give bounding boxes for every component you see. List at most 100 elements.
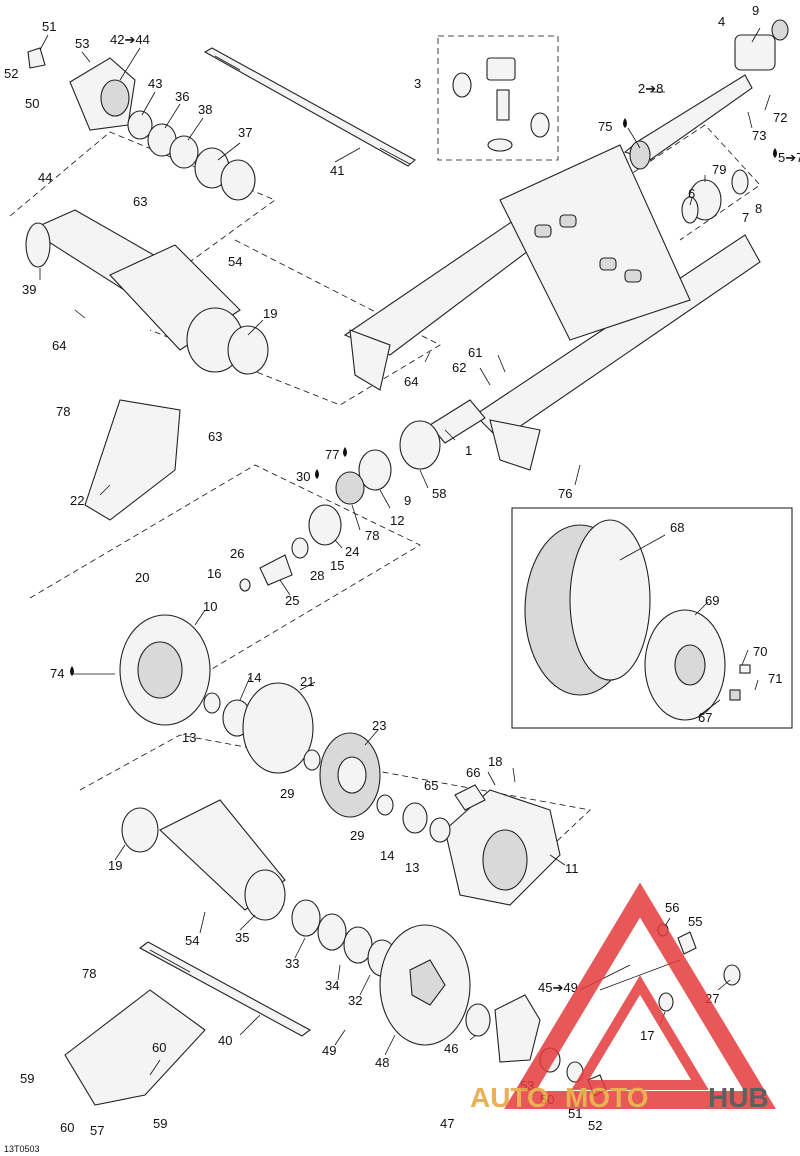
callout-16: 16 bbox=[207, 566, 221, 581]
boot-assembly bbox=[681, 169, 749, 224]
callout-60-upper: 60 bbox=[152, 1040, 166, 1055]
callout-66: 66 bbox=[466, 765, 480, 780]
drive-shaft-upper bbox=[203, 47, 416, 167]
watermark-triangle bbox=[504, 882, 776, 1109]
skid-plate-upper bbox=[84, 399, 181, 521]
callout-14-lower: 14 bbox=[380, 848, 394, 863]
callout-51-lower: 51 bbox=[568, 1106, 582, 1121]
callout-10: 10 bbox=[203, 599, 217, 614]
callout-41: 41 bbox=[330, 163, 344, 178]
lubricant-drop-icons bbox=[70, 118, 777, 676]
callout-63-upper: 63 bbox=[133, 194, 147, 209]
callout-35: 35 bbox=[235, 930, 249, 945]
callout-59-right: 59 bbox=[153, 1116, 167, 1131]
differential-housing-front bbox=[119, 614, 314, 774]
callout-19-upper: 19 bbox=[263, 306, 277, 321]
callout-78-upper: 78 bbox=[56, 404, 70, 419]
callout-47: 47 bbox=[440, 1116, 454, 1131]
callout-20: 20 bbox=[135, 570, 149, 585]
callout-33: 33 bbox=[285, 956, 299, 971]
callout-29-left: 29 bbox=[280, 786, 294, 801]
upper-axle-housing bbox=[25, 209, 269, 375]
callout-9-top: 9 bbox=[752, 3, 759, 18]
callout-78-lower: 78 bbox=[82, 966, 96, 981]
callout-12: 12 bbox=[390, 513, 404, 528]
callout-6: 6 bbox=[688, 186, 695, 201]
oil-drop-icon bbox=[623, 118, 627, 128]
callout-76: 22 bbox=[70, 493, 84, 508]
callout-7: 7 bbox=[742, 210, 749, 225]
callout-labels: 51 52 53 50 42➔44 43 36 38 37 44 41 3 4 … bbox=[4, 3, 800, 1138]
callout-65: 65 bbox=[424, 778, 438, 793]
callout-63-lower: 63 bbox=[208, 429, 222, 444]
callout-23: 23 bbox=[372, 718, 386, 733]
callout-43: 43 bbox=[148, 76, 162, 91]
callout-53: 53 bbox=[75, 36, 89, 51]
callout-2-8: 2➔8 bbox=[638, 81, 663, 96]
watermark-text-3: HUB bbox=[708, 1082, 769, 1113]
callout-28: 28 bbox=[310, 568, 324, 583]
callout-73: 73 bbox=[752, 128, 766, 143]
callout-75: 75 bbox=[598, 119, 612, 134]
diagram-reference-code: 13T0503 bbox=[4, 1144, 40, 1154]
callout-68: 68 bbox=[670, 520, 684, 535]
callout-29-right: 29 bbox=[350, 828, 364, 843]
parts-drawing bbox=[25, 19, 789, 1106]
callout-34: 34 bbox=[325, 978, 339, 993]
callout-21: 21 bbox=[300, 674, 314, 689]
oil-drop-icon bbox=[315, 469, 319, 479]
callout-64-right: 64 bbox=[404, 374, 418, 389]
callout-42-44: 42➔44 bbox=[110, 32, 150, 47]
callout-3: 3 bbox=[414, 76, 421, 91]
callout-5-7: 79 bbox=[712, 162, 726, 177]
callout-72: 72 bbox=[773, 110, 787, 125]
oil-drop-icon bbox=[70, 666, 74, 676]
oil-drop-icon bbox=[773, 148, 777, 158]
callout-17: 17 bbox=[640, 1028, 654, 1043]
callout-55: 55 bbox=[688, 914, 702, 929]
propeller-shaft bbox=[623, 74, 753, 170]
callout-19-lower: 19 bbox=[108, 858, 122, 873]
callout-77: 77 bbox=[325, 447, 339, 462]
callout-40: 40 bbox=[218, 1033, 232, 1048]
callout-58: 58 bbox=[432, 486, 446, 501]
callout-50: 50 bbox=[25, 96, 39, 111]
upper-axle-group-outline bbox=[9, 131, 276, 281]
wheel-inset-box bbox=[511, 507, 793, 729]
callout-9-mid: 9 bbox=[404, 493, 411, 508]
callout-74: 74 bbox=[50, 666, 64, 681]
callout-70: 70 bbox=[753, 644, 767, 659]
callout-32: 32 bbox=[348, 993, 362, 1008]
spacer-and-seals bbox=[239, 399, 486, 592]
callout-48: 48 bbox=[375, 1055, 389, 1070]
callout-25: 25 bbox=[285, 593, 299, 608]
callout-61: 61 bbox=[468, 345, 482, 360]
u-joint-cross bbox=[452, 57, 550, 152]
skid-plate-lower bbox=[64, 989, 206, 1106]
callout-30: 30 bbox=[296, 469, 310, 484]
watermark-logo: AUTO MOTO HUB bbox=[470, 882, 776, 1113]
wheel-assembly bbox=[524, 519, 751, 721]
callout-52-lower: 52 bbox=[588, 1118, 602, 1133]
upper-hub bbox=[27, 47, 256, 201]
drive-shaft-lower bbox=[138, 941, 312, 1037]
callout-26: 26 bbox=[230, 546, 244, 561]
callout-78-right: 76 bbox=[558, 486, 572, 501]
watermark-text-2: MOTO bbox=[565, 1082, 648, 1113]
callout-22: 78 bbox=[365, 528, 379, 543]
callout-54-lower: 54 bbox=[185, 933, 199, 948]
upper-housing-group-outline bbox=[149, 239, 441, 406]
u-joint-inset-box bbox=[437, 35, 559, 161]
u-joint-yoke bbox=[734, 19, 789, 71]
callout-57: 57 bbox=[90, 1123, 104, 1138]
callout-79: 5➔7 bbox=[778, 150, 800, 165]
callout-62: 62 bbox=[452, 360, 466, 375]
callout-46: 46 bbox=[444, 1041, 458, 1056]
callout-4: 4 bbox=[718, 14, 725, 29]
callout-71: 71 bbox=[768, 671, 782, 686]
callout-15: 15 bbox=[330, 558, 344, 573]
callout-69: 69 bbox=[705, 593, 719, 608]
callout-64-left: 64 bbox=[52, 338, 66, 353]
callout-11: 11 bbox=[565, 861, 579, 876]
